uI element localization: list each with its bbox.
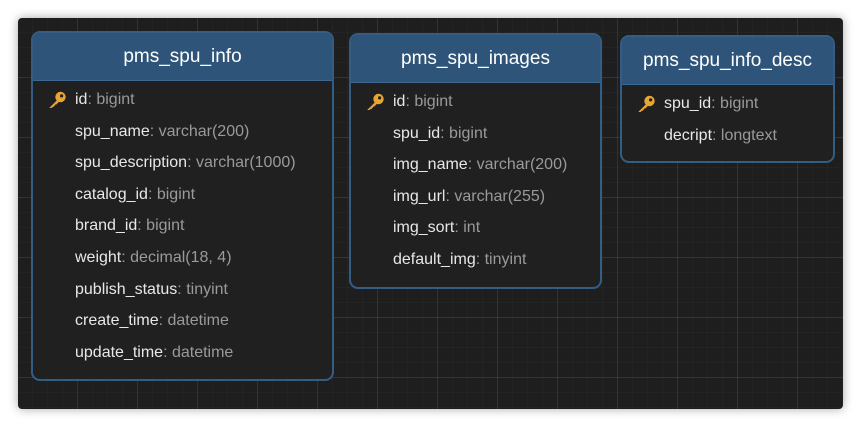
column-name: img_sort <box>393 219 455 237</box>
column-name: default_img <box>393 250 476 268</box>
column-name: catalog_id <box>75 185 148 203</box>
column-separator: : <box>454 219 464 237</box>
column-row[interactable]: create_time: datetime <box>33 305 332 337</box>
column-type: decimal(18, 4) <box>130 248 232 266</box>
column-separator: : <box>187 154 196 172</box>
column-row[interactable]: img_url: varchar(255) <box>351 181 600 213</box>
column-row[interactable]: decript: longtext <box>622 120 833 152</box>
column-type: bigint <box>449 124 488 142</box>
column-type: varchar(200) <box>158 122 250 140</box>
column-name: create_time <box>75 312 159 330</box>
column-separator: : <box>163 343 172 361</box>
column-name: img_url <box>393 187 446 205</box>
column-type: varchar(200) <box>476 156 568 174</box>
column-separator: : <box>445 187 455 205</box>
column-separator: : <box>711 95 721 112</box>
column-name: publish_status <box>75 280 178 298</box>
column-row[interactable]: catalog_id: bigint <box>33 179 332 211</box>
column-row[interactable]: spu_name: varchar(200) <box>33 116 332 148</box>
column-separator: : <box>467 156 477 174</box>
column-name: id <box>75 91 88 108</box>
column-name: brand_id <box>75 217 138 235</box>
column-separator: : <box>405 93 415 110</box>
column-name: update_time <box>75 343 164 361</box>
column-row[interactable]: spu_description: varchar(1000) <box>33 147 332 179</box>
table-title[interactable]: pms_spu_info <box>33 33 332 81</box>
column-type: bigint <box>720 95 759 112</box>
column-separator: : <box>147 185 157 203</box>
column-name: spu_id <box>664 95 712 112</box>
column-type: tinyint <box>484 250 527 268</box>
column-type: bigint <box>156 185 196 203</box>
column-type: varchar(255) <box>454 187 546 205</box>
column-name: weight <box>75 248 122 266</box>
column-type: tinyint <box>186 280 228 298</box>
table-title[interactable]: pms_spu_images <box>351 35 600 83</box>
column-name: spu_name <box>75 122 150 140</box>
column-row[interactable]: brand_id: bigint <box>33 210 332 242</box>
column-name: spu_id <box>393 124 441 142</box>
column-row[interactable]: id: bigint <box>33 84 332 116</box>
key-icon <box>364 92 386 112</box>
column-row[interactable]: update_time: datetime <box>33 337 332 369</box>
column-type: datetime <box>167 312 229 330</box>
column-separator: : <box>137 217 147 235</box>
column-separator: : <box>475 250 485 268</box>
column-separator: : <box>149 122 159 140</box>
key-icon <box>46 90 68 110</box>
column-row[interactable]: id: bigint <box>351 86 600 118</box>
column-name: id <box>393 93 406 110</box>
column-type: bigint <box>414 93 453 110</box>
column-type: datetime <box>171 343 234 361</box>
column-separator: : <box>158 312 168 330</box>
column-separator: : <box>121 248 131 266</box>
column-name: spu_description <box>75 154 188 172</box>
column-row[interactable]: publish_status: tinyint <box>33 274 332 306</box>
table-title[interactable]: pms_spu_info_desc <box>622 37 833 85</box>
column-type: bigint <box>146 217 185 235</box>
column-row[interactable]: default_img: tinyint <box>351 244 600 276</box>
column-row[interactable]: spu_id: bigint <box>622 88 833 120</box>
column-separator: : <box>440 124 450 142</box>
column-separator: : <box>87 91 97 108</box>
column-row[interactable]: img_name: varchar(200) <box>351 149 600 181</box>
column-type: bigint <box>96 91 135 108</box>
column-type: longtext <box>720 126 777 144</box>
column-row[interactable]: spu_id: bigint <box>351 118 600 150</box>
column-row[interactable]: img_sort: int <box>351 212 600 244</box>
column-name: img_name <box>393 156 468 174</box>
column-separator: : <box>712 126 721 144</box>
column-type: int <box>463 219 481 237</box>
column-row[interactable]: weight: decimal(18, 4) <box>33 242 332 274</box>
column-separator: : <box>177 280 187 298</box>
column-type: varchar(1000) <box>195 154 296 172</box>
column-name: decript <box>664 126 713 144</box>
key-icon <box>635 94 657 114</box>
